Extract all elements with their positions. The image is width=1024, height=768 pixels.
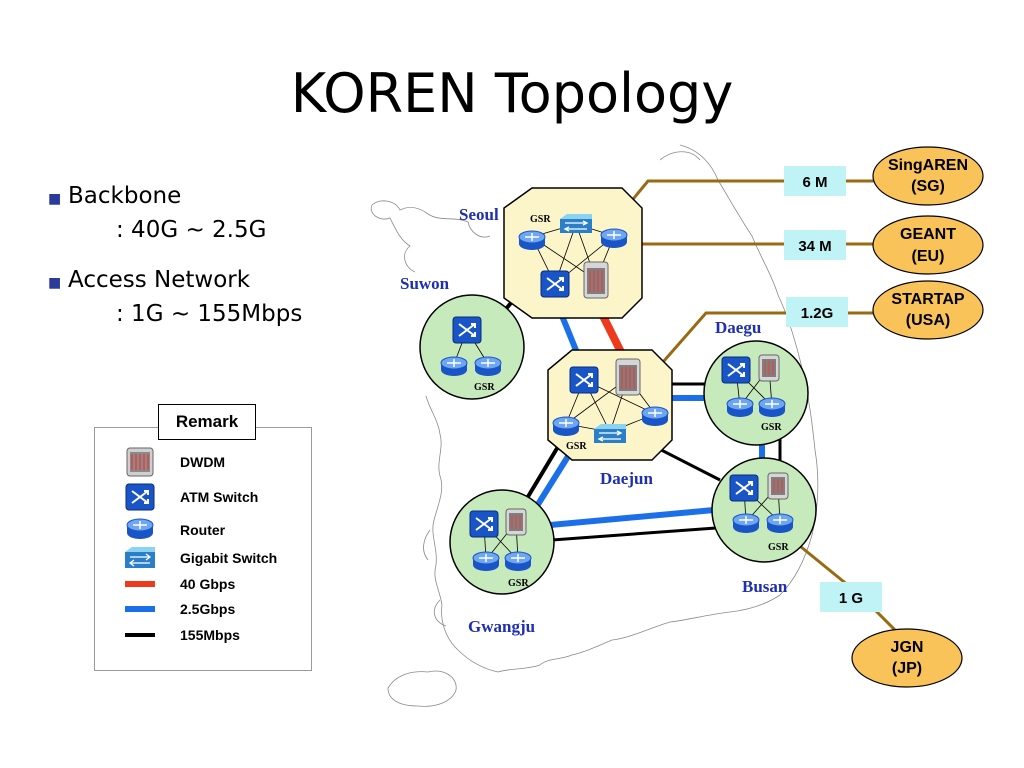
router-icon bbox=[766, 513, 794, 534]
router-icon bbox=[732, 513, 760, 534]
slide-title: KOREN Topology bbox=[290, 62, 734, 125]
bandwidth-label: 1 G bbox=[839, 590, 863, 607]
node-daejun[interactable]: GSR bbox=[547, 349, 673, 461]
dwdm-icon bbox=[615, 358, 641, 396]
legend-item-gigabit-switch: Gigabit Switch bbox=[120, 545, 277, 571]
atm-switch-icon bbox=[452, 316, 482, 344]
router-icon bbox=[552, 416, 580, 437]
dwdm-icon bbox=[583, 261, 609, 299]
bandwidth-box-34m: 34 M bbox=[784, 230, 846, 260]
bandwidth-label: 6 M bbox=[802, 174, 827, 191]
node-suwon[interactable]: GSR bbox=[419, 294, 525, 400]
external-node-singaren[interactable]: SingAREN (SG) bbox=[872, 146, 984, 206]
legend-label: Router bbox=[180, 522, 226, 538]
legend-label: 155Mbps bbox=[180, 627, 240, 643]
router-icon bbox=[641, 406, 669, 427]
blue-line-swatch bbox=[125, 606, 155, 612]
node-seoul[interactable]: GSR bbox=[503, 187, 643, 319]
external-region: (SG) bbox=[911, 178, 945, 195]
gsr-label: GSR bbox=[530, 214, 551, 225]
bullet-label: Access Network bbox=[68, 267, 251, 293]
city-label-daegu: Daegu bbox=[715, 318, 761, 337]
external-region: (USA) bbox=[906, 312, 950, 329]
dwdm-icon bbox=[758, 354, 780, 382]
legend-item-atm-switch: ATM Switch bbox=[120, 483, 259, 511]
router-icon bbox=[472, 551, 500, 572]
red-line-swatch bbox=[125, 581, 155, 587]
dwdm-icon bbox=[767, 472, 789, 500]
dwdm-icon bbox=[505, 508, 527, 536]
external-node-startap[interactable]: STARTAP (USA) bbox=[872, 280, 984, 340]
city-label-gwangju: Gwangju bbox=[468, 617, 535, 636]
gigabit-switch-icon bbox=[593, 423, 627, 444]
city-label-seoul: Seoul bbox=[459, 205, 499, 224]
atm-switch-icon bbox=[540, 270, 570, 298]
city-label-daejun: Daejun bbox=[600, 469, 653, 488]
router-icon bbox=[126, 518, 154, 539]
gsr-label: GSR bbox=[508, 578, 529, 589]
legend-label: Gigabit Switch bbox=[180, 550, 278, 566]
bandwidth-box-6m: 6 M bbox=[784, 166, 846, 196]
router-icon bbox=[600, 228, 628, 249]
router-icon bbox=[518, 230, 546, 251]
node-busan[interactable]: GSR bbox=[711, 457, 817, 563]
gsr-label: GSR bbox=[474, 382, 495, 393]
legend-item-155mbps: 155Mbps bbox=[120, 622, 240, 648]
city-label-busan: Busan bbox=[742, 577, 788, 596]
external-name: STARTAP bbox=[891, 291, 965, 308]
bandwidth-box-1-2g: 1.2G bbox=[786, 297, 848, 327]
black-line-swatch bbox=[125, 633, 155, 637]
external-name: JGN bbox=[891, 639, 924, 656]
bullet-label: Backbone bbox=[68, 183, 182, 209]
legend-label: 2.5Gbps bbox=[180, 601, 236, 617]
bullet-access-network: ■ Access Network bbox=[48, 267, 302, 293]
legend-label: DWDM bbox=[180, 454, 226, 470]
bullet-backbone: ■ Backbone bbox=[48, 183, 302, 209]
legend-label: ATM Switch bbox=[180, 489, 259, 505]
atm-switch-icon bbox=[125, 483, 155, 511]
bullet-detail: : 40G ~ 2.5G bbox=[116, 217, 267, 243]
square-bullet-icon: ■ bbox=[48, 275, 62, 291]
city-label-suwon: Suwon bbox=[400, 274, 450, 293]
gigabit-switch-icon bbox=[125, 547, 155, 568]
legend-item-router: Router bbox=[120, 517, 225, 543]
bandwidth-label: 1.2G bbox=[801, 305, 834, 322]
external-node-jgn[interactable]: JGN (JP) bbox=[851, 628, 963, 688]
legend-item-2-5gbps: 2.5Gbps bbox=[120, 596, 235, 622]
square-bullet-icon: ■ bbox=[48, 191, 62, 207]
router-icon bbox=[474, 356, 502, 377]
external-region: (JP) bbox=[892, 660, 922, 677]
atm-switch-icon bbox=[469, 510, 499, 538]
external-name: SingAREN bbox=[888, 157, 968, 174]
gsr-label: GSR bbox=[761, 422, 782, 433]
legend-title: Remark bbox=[158, 404, 256, 440]
legend-label: 40 Gbps bbox=[180, 576, 236, 592]
external-name: GEANT bbox=[900, 226, 956, 243]
gsr-label: GSR bbox=[566, 441, 587, 452]
bullet-list: ■ Backbone : 40G ~ 2.5G ■ Access Network… bbox=[48, 183, 302, 327]
atm-switch-icon bbox=[569, 366, 599, 394]
korea-map-outline bbox=[370, 144, 819, 707]
node-gwangju[interactable]: GSR bbox=[449, 489, 555, 595]
atm-switch-icon bbox=[729, 474, 759, 502]
gsr-label: GSR bbox=[768, 542, 789, 553]
dwdm-icon bbox=[126, 447, 154, 477]
external-region: (EU) bbox=[912, 248, 945, 265]
bullet-detail: : 1G ~ 155Mbps bbox=[116, 301, 303, 327]
node-daegu[interactable]: GSR bbox=[703, 340, 809, 446]
external-node-geant[interactable]: GEANT (EU) bbox=[872, 215, 984, 275]
router-icon bbox=[440, 356, 468, 377]
router-icon bbox=[758, 397, 786, 418]
gigabit-switch-icon bbox=[559, 213, 593, 234]
router-icon bbox=[504, 551, 532, 572]
legend-item-dwdm: DWDM bbox=[120, 447, 226, 477]
bandwidth-label: 34 M bbox=[798, 238, 831, 255]
atm-switch-icon bbox=[721, 356, 751, 384]
bandwidth-box-1g: 1 G bbox=[820, 582, 882, 612]
router-icon bbox=[726, 397, 754, 418]
legend-item-40gbps: 40 Gbps bbox=[120, 571, 235, 597]
